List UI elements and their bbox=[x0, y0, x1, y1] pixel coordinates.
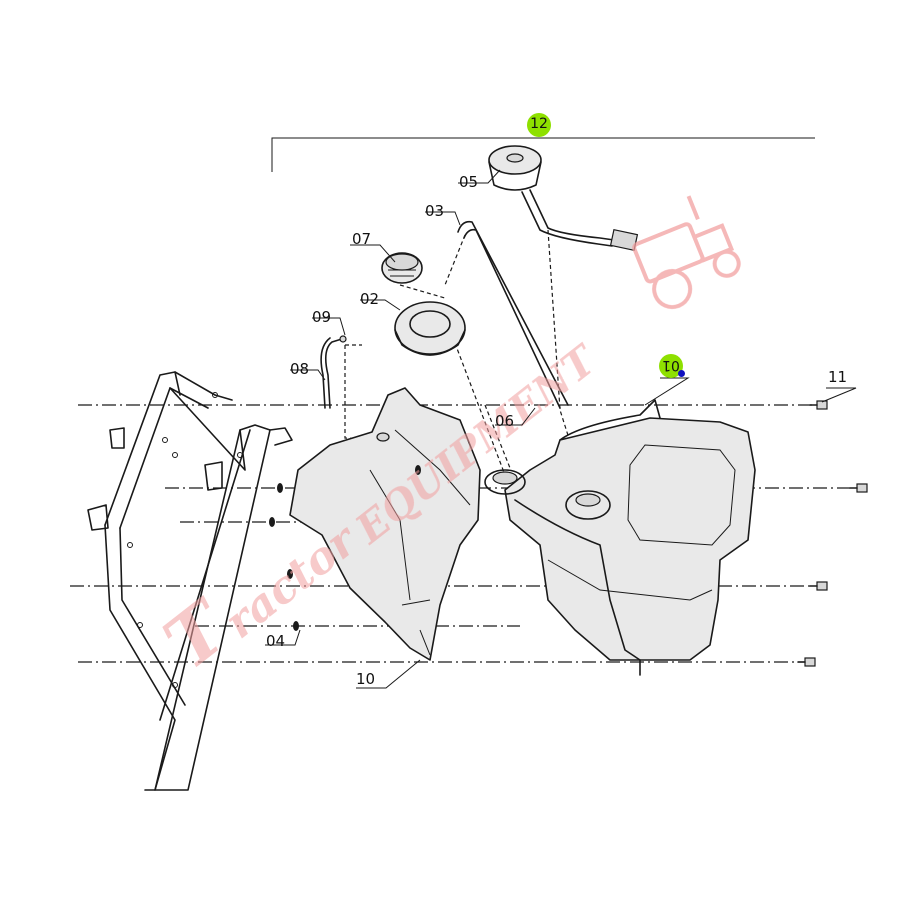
filler-neck-seal bbox=[394, 301, 466, 356]
assembly-bracket-line bbox=[271, 137, 815, 172]
chassis-frame bbox=[87, 371, 293, 791]
fuel-cap bbox=[381, 252, 423, 284]
fuel-sender-unit bbox=[488, 145, 639, 252]
fuel-tank bbox=[484, 399, 756, 676]
svg-text:ractor: ractor bbox=[215, 514, 368, 649]
rubber-bushings bbox=[269, 465, 421, 631]
tank-heat-shield bbox=[289, 387, 481, 661]
vent-tube bbox=[457, 220, 569, 409]
mounting-bolts bbox=[797, 400, 868, 667]
callout-leaders bbox=[265, 169, 857, 689]
drain-hose bbox=[320, 335, 347, 409]
